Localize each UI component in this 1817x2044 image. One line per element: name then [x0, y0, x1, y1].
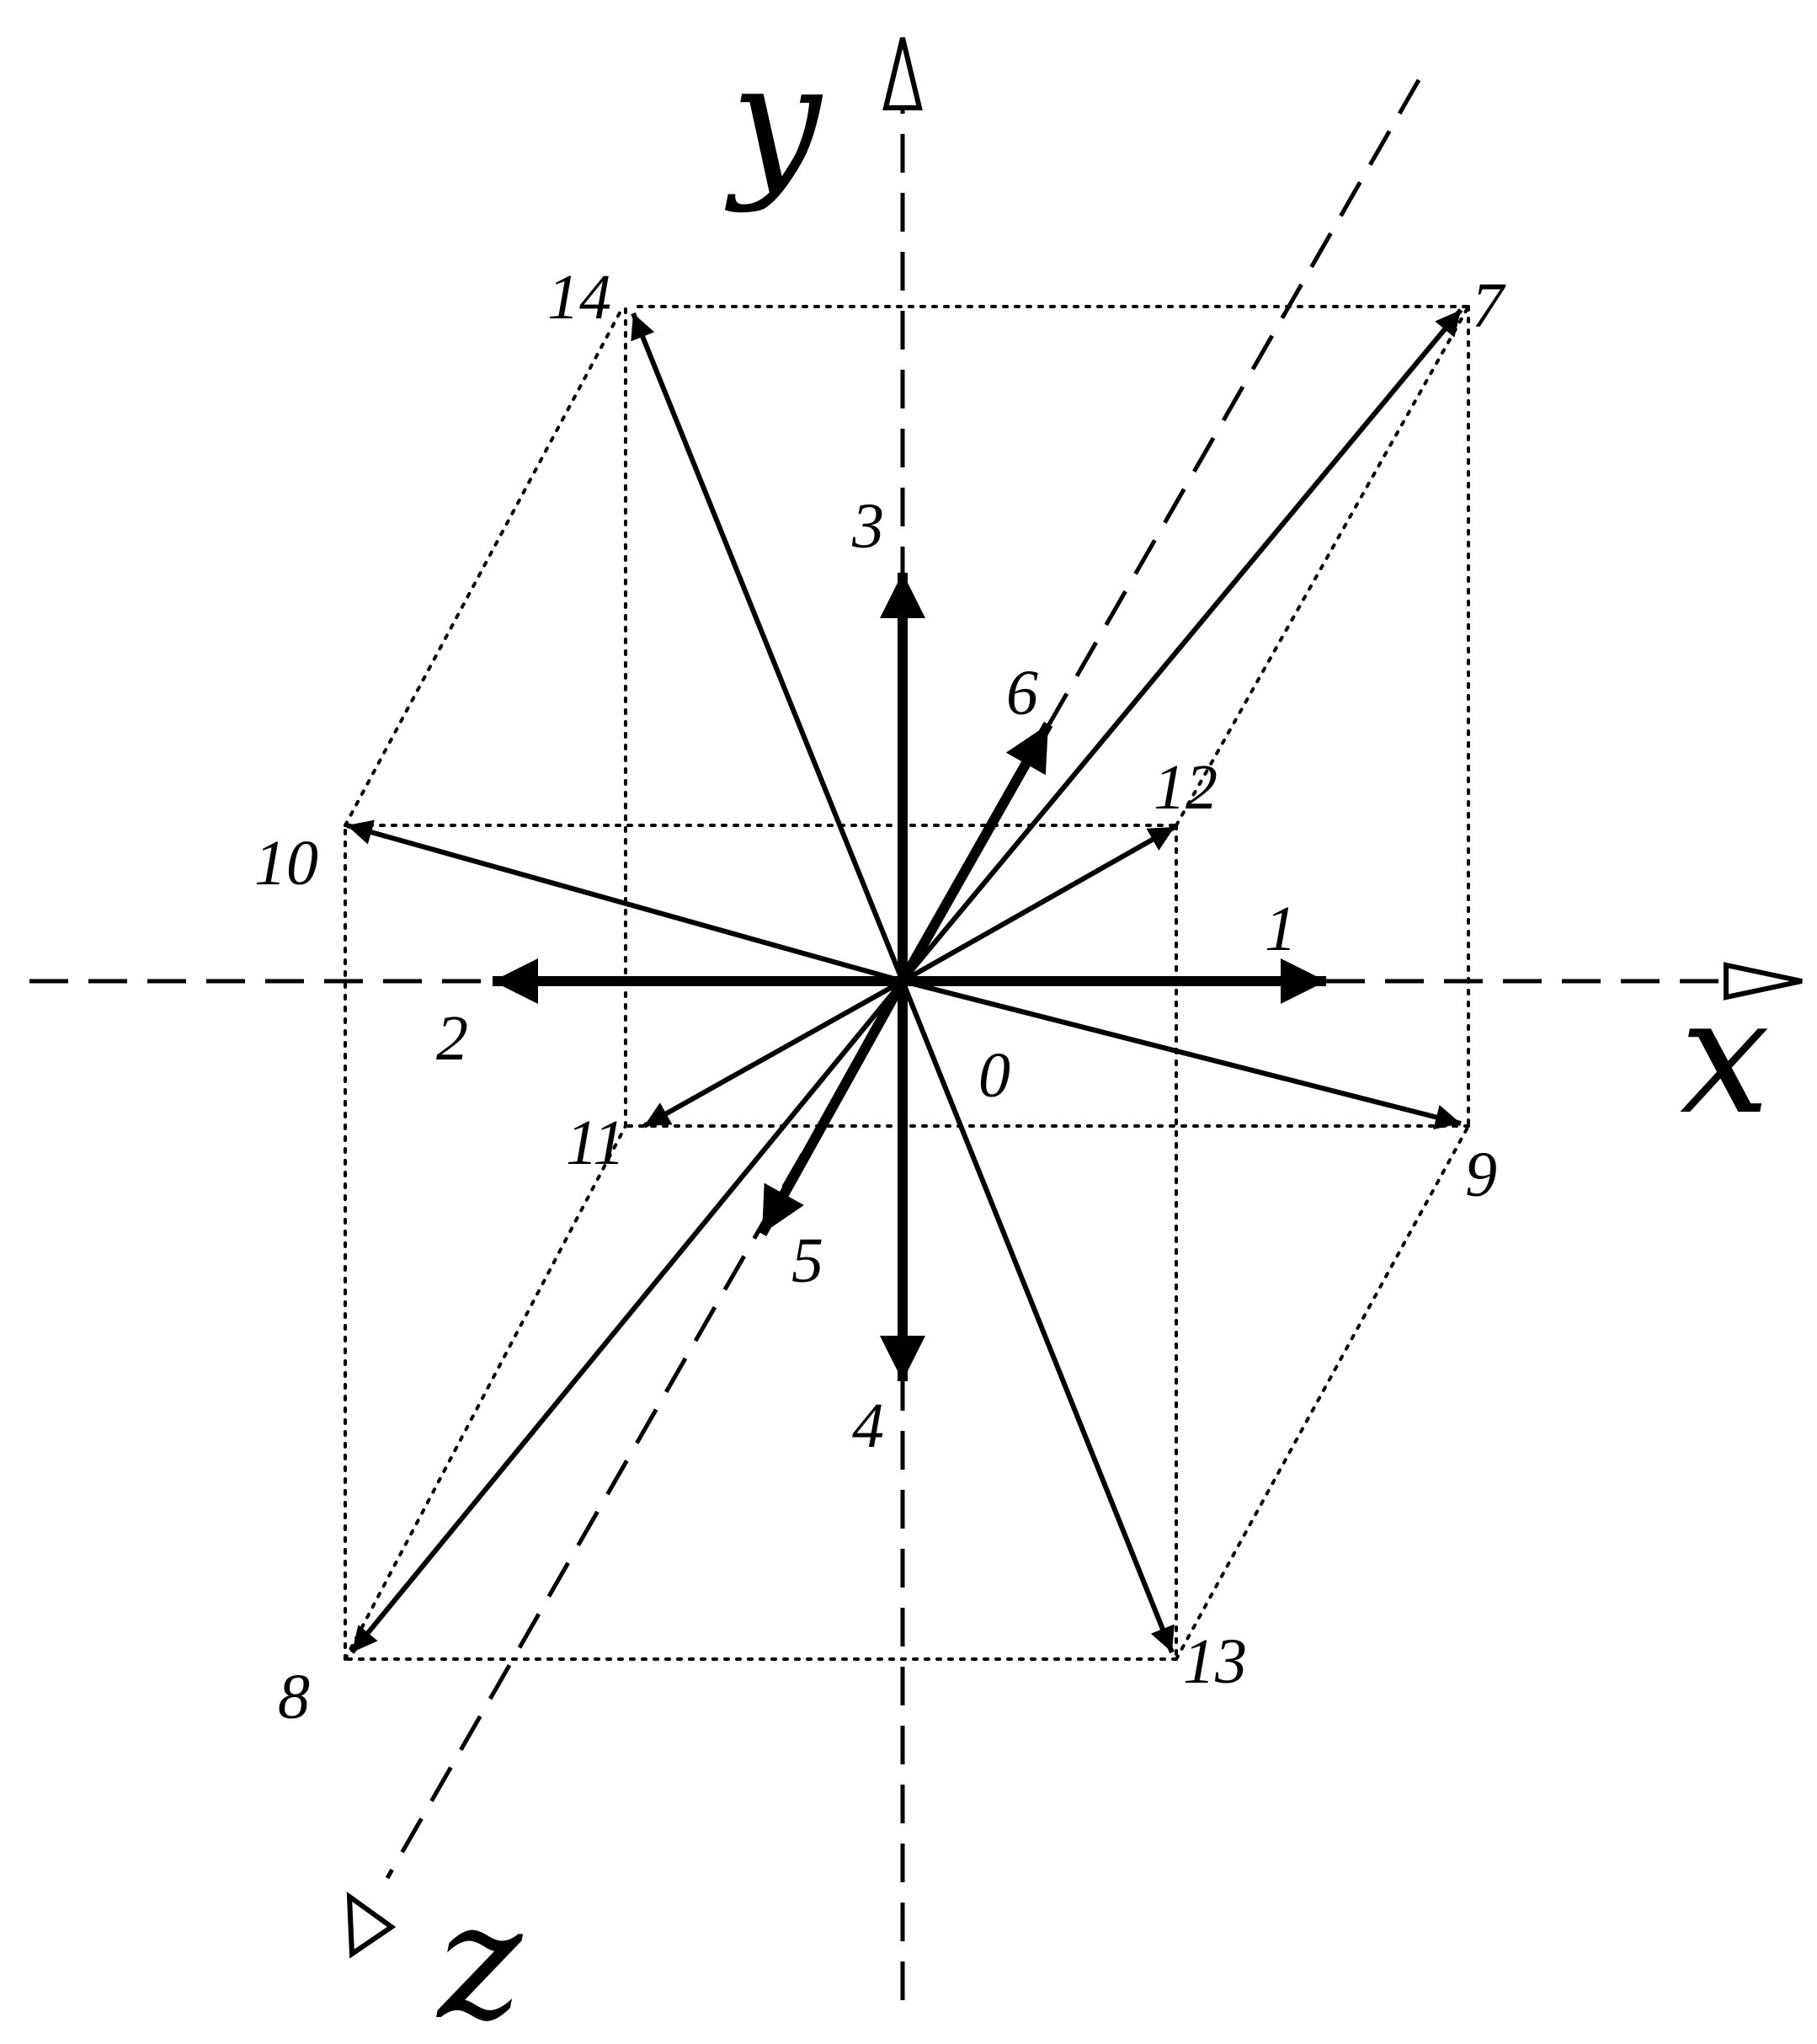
cube-edge: [1175, 1124, 1470, 1661]
label-3: 3: [851, 491, 884, 562]
label-14: 14: [547, 262, 611, 333]
cube-edge: [344, 305, 625, 827]
label-9: 9: [1465, 1139, 1497, 1210]
vector-10: [346, 819, 903, 984]
label-12: 12: [1154, 752, 1218, 823]
z-axis-label: z: [436, 1869, 524, 2044]
label-7: 7: [1472, 270, 1506, 341]
vector-8: [349, 979, 905, 1654]
x-axis-label: x: [1680, 963, 1770, 1150]
z-axis-arrowhead-icon: [346, 1891, 397, 1959]
label-1: 1: [1265, 894, 1297, 964]
label-0: 0: [978, 1040, 1010, 1111]
label-5: 5: [791, 1225, 823, 1296]
label-4: 4: [852, 1390, 884, 1461]
cube-edge: [344, 1124, 627, 1661]
vector-12: [901, 825, 1176, 984]
vector-9: [902, 979, 1462, 1130]
vector-7: [900, 308, 1463, 983]
y-axis-arrowhead-icon: [882, 37, 923, 110]
vector-14: [631, 312, 905, 983]
x-axis-arrowhead-icon: [1724, 962, 1803, 1001]
label-13: 13: [1183, 1626, 1247, 1697]
y-axis-label: y: [724, 29, 823, 215]
cube-outline: [344, 305, 1470, 1661]
label-10: 10: [254, 828, 318, 899]
label-6: 6: [1006, 658, 1038, 728]
cube-edge: [1175, 305, 1470, 827]
label-8: 8: [278, 1662, 310, 1732]
vector-13: [900, 979, 1175, 1654]
vector-5: [757, 979, 908, 1236]
label-11: 11: [566, 1107, 625, 1178]
label-2: 2: [436, 1003, 468, 1074]
vector-6: [898, 722, 1053, 984]
vector-11: [642, 979, 904, 1129]
diagonal-vectors: [346, 308, 1463, 1654]
axis-arrowheads: [346, 37, 1803, 1959]
axial-vectors: [493, 573, 1326, 1381]
